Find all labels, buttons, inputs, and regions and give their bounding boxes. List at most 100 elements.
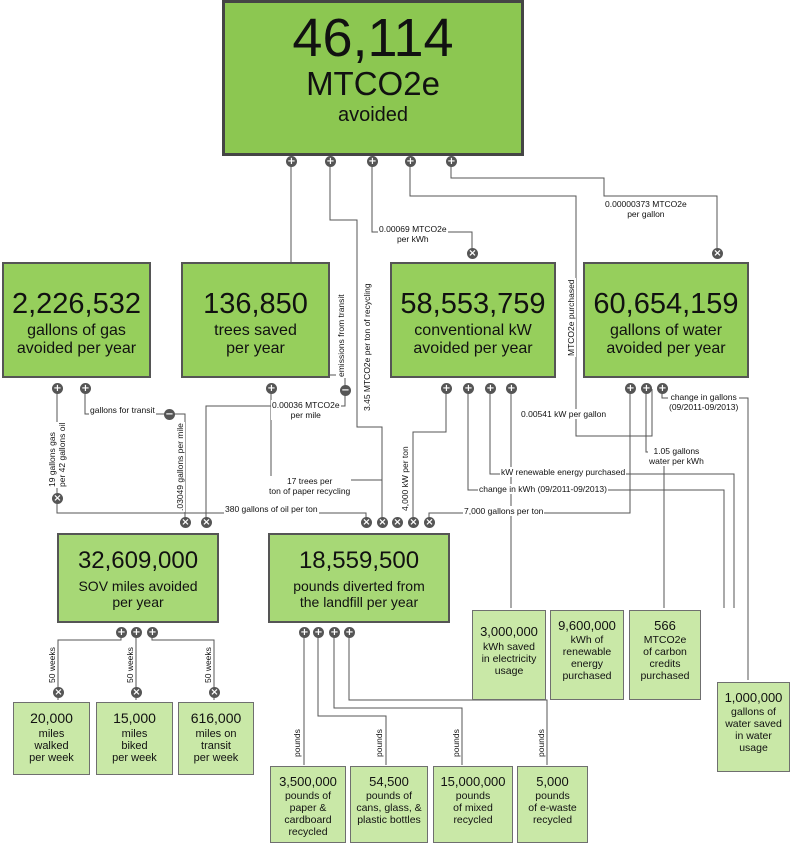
times-node-icon: × [408,517,419,528]
carbon-credits-box: 566 MTCO2e of carbon credits purchased [629,610,701,700]
water-saved-box: 1,000,000 gallons of water saved in wate… [717,682,790,772]
landfill-diverted-line1: pounds diverted from [293,578,425,594]
water-saved-line: water saved [725,718,782,730]
times-node-icon: × [131,687,142,698]
paper-recycled-line: paper & [289,802,327,814]
kwh-saved-value: 3,000,000 [480,624,538,639]
plus-node-icon: + [116,627,127,638]
miles-biked-line: miles [121,728,148,740]
water-saved-line: gallons of [731,706,776,718]
miles-biked-line: per week [112,752,157,764]
per-gallon-line: per gallon [627,209,665,219]
plus-node-icon: + [506,383,517,394]
gal-per-kwh-line: 1.05 gallons [653,446,700,456]
conventional-kw-line1: conventional kW [414,322,532,339]
miles-biked-value: 15,000 [113,710,156,726]
minus-node-icon: − [164,409,175,420]
trees-per-ton-line: ton of paper recycling [269,486,351,496]
kw-per-gallon-label: 0.00541 kW per gallon [520,409,608,419]
gal-per-kwh-label: 1.05 gallons water per kWh [648,446,705,466]
times-node-icon: × [180,517,191,528]
gas-oil-line: per 42 gallons oil [57,422,67,487]
carbon-credits-value: 566 [654,618,676,633]
times-node-icon: × [467,248,478,259]
plus-node-icon: + [344,627,355,638]
plus-node-icon: + [446,156,457,167]
landfill-diverted-line2: the landfill per year [299,594,419,610]
carbon-credits-line: MTCO2e [643,634,687,646]
per-gallon-label: 0.00000373 MTCO2e per gallon [604,199,688,219]
pounds-label: pounds [292,728,302,758]
times-node-icon: × [361,517,372,528]
carbon-credits-line: credits [649,658,681,670]
change-gal-line: (09/2011-09/2013) [669,402,739,412]
gas-oil-label: 19 gallons gas per 42 gallons oil [47,421,67,488]
cans-recycled-line: pounds of [365,790,413,802]
landfill-diverted-box: 18,559,500 pounds diverted from the land… [268,533,450,623]
per-kwh-label: 0.00069 MTCO2e per kWh [378,224,448,244]
paper-recycled-line: recycled [288,826,328,838]
landfill-diverted-value: 18,559,500 [298,547,420,574]
oil-per-ton-label: 380 gallons of oil per ton [224,504,319,514]
change-gal-line: change in gallons [670,392,737,402]
fifty-weeks-label: 50 weeks [203,646,213,684]
ewaste-recycled-box: 5,000 pounds of e-waste recycled [517,766,588,843]
cans-recycled-line: cans, glass, & [356,802,422,814]
miles-transit-line: transit [201,740,231,752]
renewable-energy-value: 9,600,000 [558,618,616,633]
trees-per-ton-label: 17 trees per ton of paper recycling [268,476,352,496]
plus-node-icon: + [463,383,474,394]
sov-miles-line2: per year [112,594,164,610]
water-saved-line: in water [735,730,772,742]
miles-transit-box: 616,000 miles on transit per week [178,702,254,775]
total-avoided-value: 46,114 [292,8,454,68]
conventional-kw-value: 58,553,759 [400,288,546,320]
trees-per-ton-line: 17 trees per [286,476,333,486]
pounds-label: pounds [451,728,461,758]
total-avoided-box: 46,114 MTCO2e avoided [222,0,524,156]
mtco2e-purchased-label: MTCO2e purchased [566,278,576,357]
water-avoided-line1: gallons of water [609,322,723,339]
plus-node-icon: + [441,383,452,394]
times-node-icon: × [377,517,388,528]
per-mile-label: 0.00036 MTCO2e per mile [271,400,341,420]
cans-recycled-box: 54,500 pounds of cans, glass, & plastic … [350,766,428,843]
per-kwh-line: per kWh [396,234,429,244]
plus-node-icon: + [131,627,142,638]
plus-node-icon: + [367,156,378,167]
renewable-energy-line: energy [570,658,604,670]
per-ton-recycling-label: 3.45 MTCO2e per ton of recycling [362,282,372,412]
ewaste-recycled-line: recycled [532,814,573,826]
plus-node-icon: + [625,383,636,394]
trees-saved-line1: trees saved [214,322,297,339]
kwh-saved-box: 3,000,000 kWh saved in electricity usage [472,610,546,700]
paper-recycled-line: cardboard [284,814,332,826]
miles-walked-line: per week [29,752,74,764]
cans-recycled-line: plastic bottles [357,814,421,826]
trees-saved-box: 136,850 trees saved per year [181,262,330,378]
paper-recycled-line: pounds of [284,790,332,802]
plus-node-icon: + [299,627,310,638]
paper-recycled-box: 3,500,000 pounds of paper & cardboard re… [270,766,346,843]
times-node-icon: × [424,517,435,528]
change-gal-label: change in gallons (09/2011-09/2013) [668,392,740,412]
plus-node-icon: + [329,627,340,638]
kwh-saved-line: in electricity [481,653,537,665]
gallons-transit-label: gallons for transit [89,405,156,415]
miles-biked-box: 15,000 miles biked per week [96,702,173,775]
plus-node-icon: + [313,627,324,638]
miles-walked-box: 20,000 miles walked per week [13,702,90,775]
gas-avoided-line2: avoided per year [16,340,137,357]
plus-node-icon: + [641,383,652,394]
sov-miles-line1: SOV miles avoided [78,578,198,594]
cans-recycled-value: 54,500 [369,774,409,789]
plus-node-icon: + [286,156,297,167]
miles-walked-line: miles [38,728,65,740]
trees-saved-line2: per year [226,340,285,357]
total-avoided-label: avoided [337,104,409,126]
water-saved-value: 1,000,000 [724,690,783,705]
change-kwh-label: change in kWh (09/2011-09/2013) [478,484,608,494]
plus-node-icon: + [485,383,496,394]
minus-node-icon: − [340,385,351,396]
times-node-icon: × [392,517,403,528]
